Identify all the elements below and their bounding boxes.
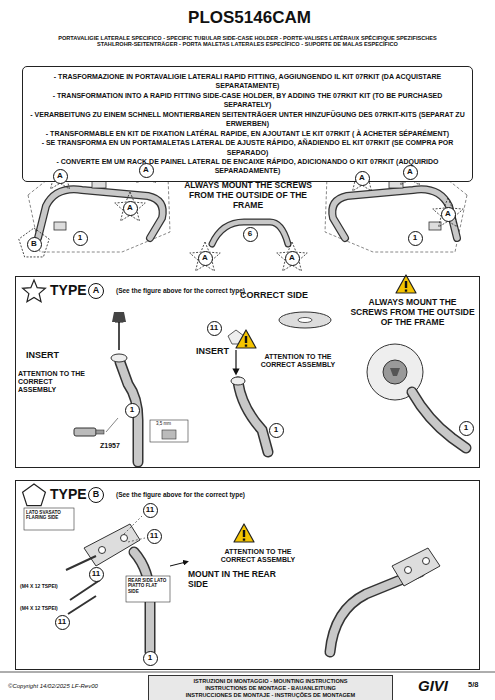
callout-number: A (441, 207, 456, 222)
instruction-note: INSERT (26, 350, 59, 360)
callout-number: A (53, 169, 68, 184)
instruction-note: INSERT (196, 346, 229, 356)
notice-line: - TRASFORMAZIONE IN PORTAVALIGIE LATERAL… (30, 72, 465, 91)
callout-number: 11 (89, 567, 104, 582)
footer-title: ISTRUZIONI DI MONTAGGIO - MOUNTING INSTR… (153, 678, 388, 685)
notice-line: - TRANSFORMATION INTO A RAPID FITTING SI… (30, 91, 465, 110)
type-note: (See the figure above for the correct ty… (116, 287, 245, 294)
type-note: (See the figure above for the correct ty… (116, 491, 245, 498)
type-star-symbol (23, 280, 46, 302)
type-callout: A (88, 283, 104, 299)
callout-number: 11 (143, 503, 158, 518)
callout-number: A (139, 163, 154, 178)
notice-box: - TRASFORMAZIONE IN PORTAVALIGIE LATERAL… (22, 66, 473, 182)
callout-number: 1 (459, 421, 474, 436)
type-star-symbol (115, 192, 145, 221)
instruction-note: MOUNT IN THE REAR SIDE (188, 570, 278, 590)
callout-number: 1 (73, 231, 88, 246)
page-number: 5/8 (468, 681, 478, 690)
notice-line: - TRANSFORMABLE EN KIT DE FIXATION LATÉR… (30, 129, 465, 138)
screw-spec: (M4 X 12 TSPEI) (20, 606, 58, 612)
warning-note: ALWAYS MOUNT THE SCREWS FROM THE OUTSIDE… (350, 298, 475, 327)
copyright: ©Copyright 14/02/2025 LF-Rev00 (8, 683, 98, 690)
callout-number: 11 (55, 615, 70, 630)
callout-number: A (355, 171, 370, 186)
type-callout: B (88, 487, 104, 503)
notice-line: - CONVERTE EM UM RACK DE PAINEL LATERAL … (30, 157, 465, 176)
callout-number: 1 (269, 423, 284, 438)
subtitle: PORTAVALIGIE LATERALE SPECIFICO - SPECIF… (40, 35, 455, 48)
side-note: REAR SIDE LATO PIATTO FLAT SIDE (128, 578, 168, 594)
warning-symbol (236, 330, 256, 348)
screw-spec: (M4 X 12 TSPEI) (20, 584, 58, 590)
type-star-symbol (277, 242, 307, 271)
callout-number: A (285, 251, 300, 266)
dimension: 3,5 mm (156, 421, 171, 426)
type-heading: TYPE (50, 282, 87, 298)
callout-number: A (198, 251, 213, 266)
side-note: LATO SVASATO FLARING SIDE (26, 510, 72, 521)
callout-number: 1 (408, 231, 423, 246)
footer-band: ISTRUZIONI DI MONTAGGIO - MOUNTING INSTR… (148, 675, 393, 700)
type-pentagon-symbol (19, 228, 49, 257)
callout-number: 1 (143, 651, 158, 666)
page-title: PLOS5146CAM (2, 8, 495, 28)
type-pentagon-symbol (23, 484, 46, 506)
callout-number: A (123, 201, 138, 216)
instruction-note: CORRECT SIDE (240, 290, 308, 300)
callout-number: A (403, 165, 418, 180)
type-star-symbol (433, 198, 463, 227)
warning-symbol (396, 275, 416, 293)
part-code: Z1957 (100, 442, 120, 450)
warning-note: ALWAYS MOUNT THE SCREWS FROM THE OUTSIDE… (178, 181, 318, 210)
warning-note: ATTENTION TO THE CORRECT ASSEMBLY (218, 548, 298, 564)
callout-number: 11 (207, 321, 222, 336)
warning-note: ATTENTION TO THE CORRECT ASSEMBLY (18, 370, 92, 394)
callout-number: 1 (125, 403, 140, 418)
type-star-symbol (190, 242, 220, 271)
callout-number: 11 (147, 529, 162, 544)
warning-symbol (234, 524, 254, 542)
notice-line: - SE TRANSFORMA EN UN PORTAMALETAS LATER… (30, 138, 465, 157)
type-heading: TYPE (50, 486, 87, 502)
warning-note: ATTENTION TO THE CORRECT ASSEMBLY (258, 353, 338, 369)
footer-title: INSTRUCCIONES DE MONTAJE - INSTRUÇÕES DE… (153, 692, 388, 699)
brand-logo: GIVI (418, 677, 448, 694)
callout-number: 6 (243, 227, 258, 242)
callout-number: B (27, 237, 42, 252)
notice-line: - VERARBEITUNG ZU EINEM SCHNELL MONTIERB… (30, 110, 465, 129)
footer-title: INSTRUCTIONS DE MONTAGE - BAUANLEITUNG (153, 685, 388, 692)
